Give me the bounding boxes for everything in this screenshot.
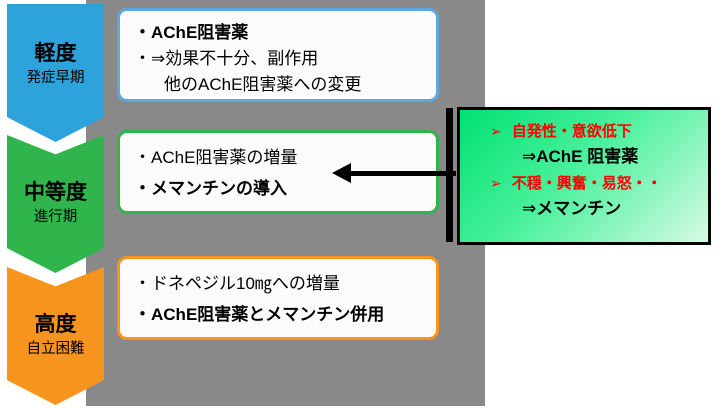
symptom-callout-box: ➢ 自発性・意欲低下 ⇒AChE 阻害薬 ➢ 不穏・興奮・易怒・・ ⇒メマンチン	[457, 107, 711, 245]
treatment-line-combination-therapy: ・AChE阻害薬とメマンチン併用	[134, 304, 385, 324]
symptom-row-apathy: ➢ 自発性・意欲低下	[478, 120, 702, 143]
symptom-text-apathy: 自発性・意欲低下	[511, 123, 632, 140]
symptom-text-agitation: 不穏・興奮・易怒・・	[511, 175, 662, 193]
stage-subtitle-mild: 発症早期	[26, 70, 85, 87]
stage-chevron-mild: 軽度 発症早期	[7, 4, 104, 142]
stage-title-moderate: 中等度	[24, 180, 87, 204]
treatment-box-severe: ・ドネペジル10㎎への増量 ・AChE阻害薬とメマンチン併用	[117, 256, 439, 340]
treatment-box-mild: ・AChE阻害薬 ・⇒効果不十分、副作用 他のAChE阻害薬への変更	[117, 8, 439, 102]
treatment-text-ache: ⇒AChE 阻害薬	[522, 147, 639, 167]
treatment-line-ache-inhibitor: ・AChE阻害薬	[134, 23, 249, 42]
arrow-head-icon	[332, 163, 351, 183]
stage-subtitle-moderate: 進行期	[33, 209, 78, 226]
arrow-bullet-icon: ➢	[490, 123, 502, 139]
symptom-row-agitation: ➢ 不穏・興奮・易怒・・	[478, 172, 702, 195]
treatment-text-memantine: ⇒メマンチン	[522, 199, 622, 219]
treatment-line-donepezil-increase: ・ドネペジル10㎎への増量	[134, 274, 340, 293]
treatment-line-introduce-memantine: ・メマンチンの導入	[134, 178, 287, 198]
stage-chevron-severe: 高度 自立困難	[7, 267, 104, 405]
stage-subtitle-severe: 自立困難	[26, 341, 85, 358]
arrow-bullet-icon: ➢	[490, 175, 502, 192]
stage-chevron-moderate: 中等度 進行期	[7, 135, 104, 273]
treatment-line-switch-inhibitor: 他のAChE阻害薬への変更	[164, 74, 362, 94]
arrow-shaft	[350, 171, 456, 176]
stage-title-severe: 高度	[34, 312, 77, 336]
treatment-line-insufficient-effect: ・⇒効果不十分、副作用	[134, 48, 319, 68]
stage-title-mild: 軽度	[34, 41, 77, 65]
treatment-line-increase-inhibitor: ・AChE阻害薬の増量	[134, 148, 298, 167]
